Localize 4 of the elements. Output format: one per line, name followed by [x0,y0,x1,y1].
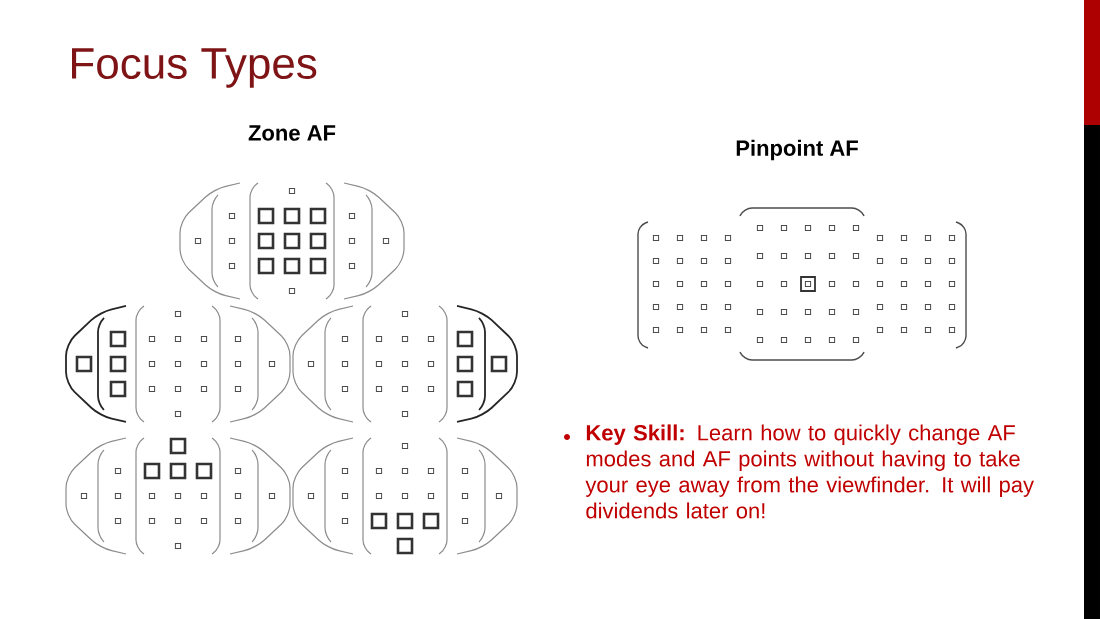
section-heading: Zone AF [248,125,336,141]
slide-title: Focus Types [72,48,317,88]
bullet-text: Key Skill: Learn how to quickly change AF modes and AF points without having to take your eye away from the viewfinder. It will pay dividends later on! [585,424,1034,519]
section-heading: Pinpoint AF [736,139,858,161]
